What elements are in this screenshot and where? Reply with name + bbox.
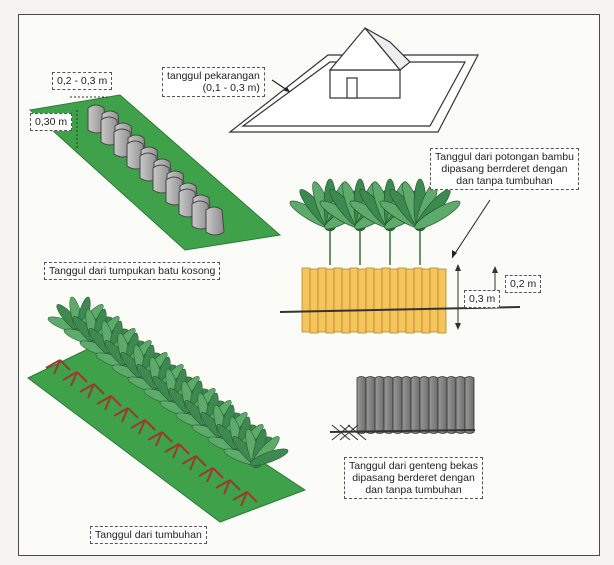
bamboo-stake [325, 268, 335, 334]
roof-tile [446, 376, 457, 434]
plant-bund-grass [27, 347, 307, 523]
bamboo-stake [389, 268, 399, 334]
roof-tile [356, 376, 367, 434]
bamboo-stake [381, 267, 391, 333]
roof-tile [464, 376, 475, 434]
bamboo-plants [289, 178, 461, 265]
bamboo-stake [397, 267, 407, 333]
stone-top-width-label: 0,2 - 0,3 m [52, 72, 113, 90]
roof-tile [401, 376, 412, 434]
bamboo-pointer [451, 199, 491, 259]
plant-roots [45, 359, 258, 507]
stone-bund-caption: Tanggul dari tumpukan batu kosong [44, 262, 221, 280]
bamboo-stake [405, 268, 415, 334]
bamboo-stake [429, 267, 439, 333]
bamboo-stakes [301, 267, 447, 334]
bamboo-stake [349, 267, 359, 333]
stone-pile [87, 104, 225, 236]
roof-tile [392, 376, 403, 434]
bamboo-stake [421, 268, 431, 334]
roof-tiles [356, 376, 475, 434]
roof-tile [410, 376, 421, 434]
yard-bund-label: tanggul pekarangan(0,1 - 0,3 m) [162, 67, 265, 97]
roof-tile [383, 376, 394, 434]
stone [205, 206, 225, 236]
yard-bund-illustration [228, 27, 479, 133]
roof-tile [455, 376, 466, 434]
bamboo-stake [341, 268, 351, 334]
bamboo-stake [301, 267, 311, 333]
bamboo-height-below-label: 0,3 m [464, 290, 501, 308]
bamboo-stake [333, 267, 343, 333]
bamboo-bund-illustration [279, 178, 521, 334]
roof-tile-bund-illustration [329, 376, 476, 441]
bamboo-height-above-label: 0,2 m [505, 275, 542, 293]
stone-height-label: 0,30 m [30, 113, 73, 131]
roof-tile [419, 376, 430, 434]
bamboo-stake [373, 268, 383, 334]
plant-bund-illustration [27, 296, 307, 523]
bamboo-stake [357, 268, 367, 334]
bamboo-stake [365, 267, 375, 333]
plant-bund-caption: Tanggul dari tumbuhan [90, 526, 207, 544]
leaf [250, 448, 289, 466]
bamboo-stake [413, 267, 423, 333]
bamboo-stake [437, 268, 447, 334]
roof-tile [374, 376, 385, 434]
plant-leaves [47, 296, 289, 469]
roof-tile [437, 376, 448, 434]
roof-tile [428, 376, 439, 434]
leaf [414, 200, 461, 230]
bamboo-stake [317, 267, 327, 333]
stone-bund-illustration [28, 94, 282, 251]
roof-tile [365, 376, 376, 434]
bamboo-stake [309, 268, 319, 334]
